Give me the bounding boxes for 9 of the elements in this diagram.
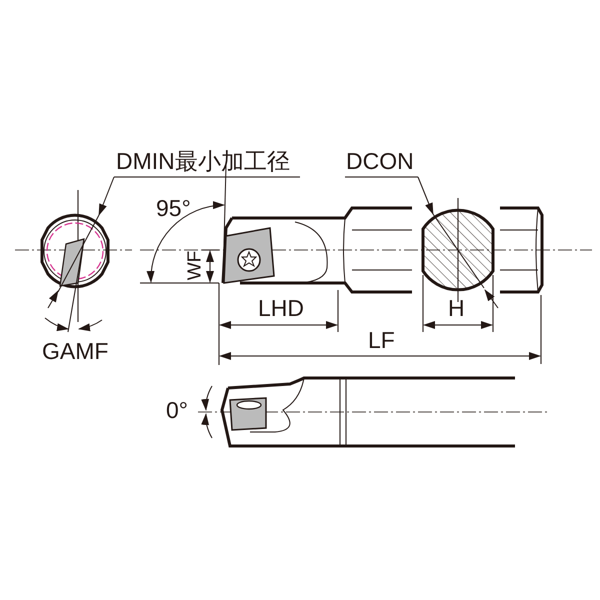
dimension-label: LF [368,329,395,352]
angle-label: 0° [166,399,188,422]
dimension-label: H [448,297,465,320]
angle-label: 95° [156,197,191,220]
dimension-label: DCON [346,150,414,173]
dimension-label: LHD [258,297,304,320]
dimension-label: WF [185,250,204,280]
angle-label: GAMF [42,340,108,363]
dimension-label: DMIN最小加工径 [116,150,290,173]
